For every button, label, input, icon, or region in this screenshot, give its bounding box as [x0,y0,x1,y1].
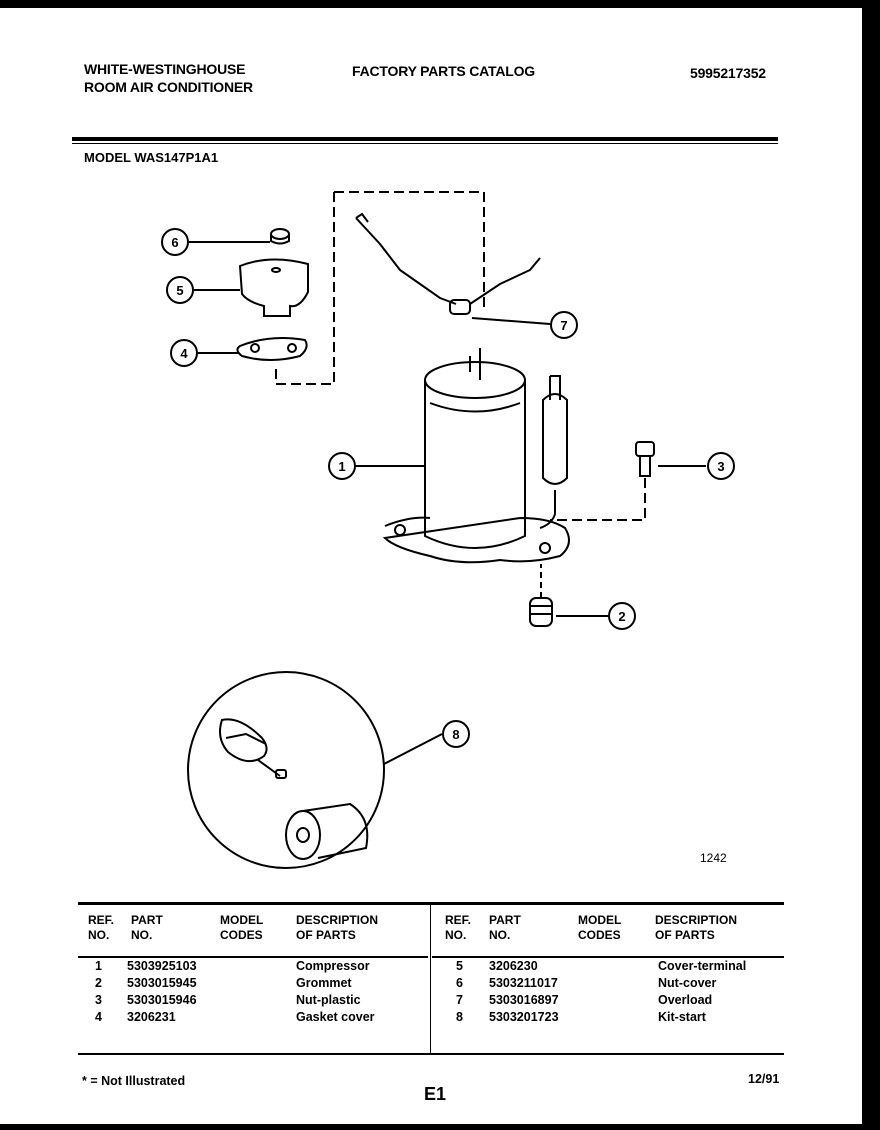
compressor-part [382,348,570,564]
table-row-part: 5303925103 [127,959,197,973]
nut-cover-part [270,228,290,245]
table-row-ref: 2 [95,976,102,990]
plastic-nut-part [635,441,655,477]
table-row-desc: Nut-cover [658,976,717,990]
callout-7: 7 [560,318,567,333]
catalog-page: WHITE-WESTINGHOUSE ROOM AIR CONDITIONER … [0,8,862,1124]
table-row-desc: Cover-terminal [658,959,747,973]
table-row-part: 3206231 [127,1010,176,1024]
exploded-parts-diagram: 6 5 4 1 7 3 2 8 1242 [161,191,735,869]
overload-part [355,212,541,315]
callout-2-circle [608,602,636,630]
callout-5-circle [166,276,194,304]
table-row-ref: 4 [95,1010,102,1024]
header-ref-no-left: REF. NO. [88,913,115,942]
table-row-desc: Kit-start [658,1010,706,1024]
header-model-codes-left: MODEL CODES [220,913,264,942]
footer-note: * = Not Illustrated [82,1074,186,1088]
catalog-title: FACTORY PARTS CATALOG [352,63,535,79]
gasket-part [236,337,308,361]
callout-3: 3 [717,459,724,474]
callout-4: 4 [180,346,188,361]
header-model-codes-right: MODEL CODES [578,913,622,942]
callout-8-circle [442,720,470,748]
callout-6: 6 [171,235,178,250]
table-header-rule-right [432,956,784,958]
dashed-bracket-top [334,191,485,308]
model-label: MODEL WAS147P1A1 [84,150,219,165]
callout-5: 5 [176,283,183,298]
catalog-number: 5995217352 [690,65,766,81]
header-part-no-right: PART NO. [489,913,521,942]
grommet-part [529,564,553,627]
table-header-rule-left [78,956,428,958]
callout-6-circle [161,228,189,256]
table-row-ref: 7 [456,993,463,1007]
footer-date: 12/91 [748,1072,780,1086]
callout-1: 1 [338,459,345,474]
start-kit-inset [187,671,385,869]
table-row-part: 5303015945 [127,976,197,990]
header-ref-no-right: REF. NO. [445,913,472,942]
callout-1-circle [328,452,356,480]
callout-4-circle [170,339,198,367]
table-row-ref: 8 [456,1010,463,1024]
table-row-part: 5303211017 [489,976,558,990]
table-row-desc: Compressor [296,959,370,973]
table-row-desc: Grommet [296,976,352,990]
header-rule [72,137,778,141]
header-part-no-left: PART NO. [131,913,163,942]
table-top-rule [78,902,784,905]
callout-7-circle [550,311,578,339]
table-row-part: 5303201723 [489,1010,559,1024]
header-rule-thin [72,143,778,144]
callout-3-circle [707,452,735,480]
table-row-ref: 3 [95,993,102,1007]
brand-line-1: WHITE-WESTINGHOUSE [84,61,246,77]
table-row-part: 5303016897 [489,993,559,1007]
table-row-desc: Gasket cover [296,1010,375,1024]
page-number: E1 [424,1084,447,1104]
terminal-cover-part [238,258,309,317]
table-row-ref: 6 [456,976,463,990]
table-row-desc: Overload [658,993,713,1007]
figure-number: 1242 [700,851,727,865]
brand-line-2: ROOM AIR CONDITIONER [84,79,253,95]
callout-8: 8 [452,727,459,742]
table-row-ref: 5 [456,959,463,973]
table-bottom-rule [78,1053,784,1055]
table-row-ref: 1 [95,959,102,973]
table-row-part: 5303015946 [127,993,197,1007]
table-center-divider [430,905,431,1053]
table-row-desc: Nut-plastic [296,993,361,1007]
header-description-left: DESCRIPTION OF PARTS [296,913,379,942]
dashed-bracket-left [275,192,335,385]
header-description-right: DESCRIPTION OF PARTS [655,913,738,942]
table-row-part: 3206230 [489,959,538,973]
callout-2: 2 [618,609,625,624]
